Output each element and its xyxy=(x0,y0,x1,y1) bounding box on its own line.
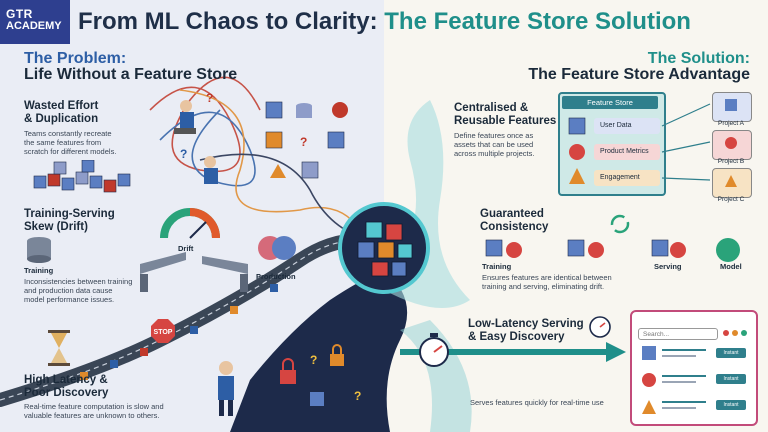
section-title: Poor Discovery xyxy=(24,387,109,399)
problem-skew-desc: Inconsistencies between training and pro… xyxy=(24,277,174,304)
solution-section-centralised: Centralised & Reusable Features Define f… xyxy=(454,102,564,158)
project-c-label: Project C xyxy=(717,196,745,203)
sync-icon xyxy=(610,214,630,234)
section-title: Skew (Drift) xyxy=(24,221,88,233)
locked-features-icons: ? ? xyxy=(280,344,361,406)
logo-line-2: ACADEMY xyxy=(6,20,62,32)
section-title: & Duplication xyxy=(24,113,99,125)
project-a-label: Project A xyxy=(717,120,744,127)
problem-section-wasted-effort: Wasted Effort & Duplication Teams consta… xyxy=(24,100,134,156)
stop-sign-icon: STOP xyxy=(151,319,175,343)
feature-store-title: Feature Store xyxy=(562,96,658,109)
solution-latency-desc: Serves features quickly for real-time us… xyxy=(470,398,604,407)
title-part-2: The Feature Store Solution xyxy=(384,8,691,35)
title-part-1: From ML Chaos to Clarity: xyxy=(78,8,378,35)
result-feature-icons xyxy=(642,346,706,414)
section-desc: assets that can be used xyxy=(454,140,534,149)
circle-icon xyxy=(725,137,737,149)
consistency-serving-label: Serving xyxy=(654,262,682,271)
feature-row-user-data[interactable]: User Data xyxy=(594,118,660,134)
section-title: & Easy Discovery xyxy=(468,331,565,343)
section-desc: the same features from xyxy=(24,138,102,147)
cube-pile-icon xyxy=(33,160,131,193)
solution-section-consistency: Guaranteed Consistency xyxy=(480,208,600,234)
feature-search-input[interactable]: Search... xyxy=(638,328,718,340)
section-desc: valuable features are unknown to others. xyxy=(24,411,160,420)
problem-subheading: Life Without a Feature Store xyxy=(24,66,238,83)
section-desc: Teams constantly recreate xyxy=(24,129,112,138)
consistency-flow-icons xyxy=(485,238,740,262)
cube-icon xyxy=(725,99,737,111)
section-title: Guaranteed xyxy=(480,208,544,220)
problem-heading: The Problem: xyxy=(24,50,127,67)
page-title: From ML Chaos to Clarity: The Feature St… xyxy=(78,8,768,36)
stopwatch-icon xyxy=(419,333,449,367)
feature-shape-icons xyxy=(568,117,586,184)
consistency-training-label: Training xyxy=(482,262,512,271)
confused-engineers-icon: ? ? xyxy=(174,92,218,184)
section-desc: model performance issues. xyxy=(24,295,115,304)
section-desc: Define features once as xyxy=(454,131,534,140)
consistency-model-label: Model xyxy=(720,262,742,271)
hourglass-icon xyxy=(48,330,70,366)
data-assets-icons: ? xyxy=(265,101,348,179)
section-title: Low-Latency Serving xyxy=(468,318,584,330)
solution-subheading: The Feature Store Advantage xyxy=(528,66,750,83)
svg-text:?: ? xyxy=(300,135,307,149)
timer-icon xyxy=(589,316,611,338)
section-title: Reusable Features xyxy=(454,115,557,127)
training-label: Training xyxy=(24,266,54,275)
svg-text:?: ? xyxy=(206,92,213,105)
section-desc: Ensures features are identical between xyxy=(482,273,612,282)
section-desc: training and serving, eliminating drift. xyxy=(482,282,605,291)
svg-text:?: ? xyxy=(354,389,361,403)
feature-row-product-metrics[interactable]: Product Metrics xyxy=(594,144,660,160)
section-title: Training-Serving xyxy=(24,208,115,220)
section-desc: scratch for different models. xyxy=(24,147,117,156)
lost-person-icon xyxy=(218,361,234,416)
instant-access-button[interactable]: Instant Access xyxy=(716,374,746,392)
section-title: High Latency & xyxy=(24,374,108,386)
logo-line-1: GTR xyxy=(6,7,33,21)
svg-text:?: ? xyxy=(310,353,317,367)
svg-text:?: ? xyxy=(180,147,187,161)
project-b-label: Project B xyxy=(717,158,745,165)
section-title: Centralised & xyxy=(454,102,529,114)
feature-store-hub-icon xyxy=(338,202,430,294)
production-brain-icon xyxy=(258,236,296,260)
section-desc: Inconsistencies between training xyxy=(24,277,133,286)
project-c-card[interactable] xyxy=(712,168,752,198)
drift-label: Drift xyxy=(178,244,194,253)
instant-access-button[interactable]: Instant Access xyxy=(716,348,746,366)
solution-consistency-desc: Ensures features are identical between t… xyxy=(482,273,652,291)
section-title: Wasted Effort xyxy=(24,100,99,112)
feature-row-engagement[interactable]: Engagement xyxy=(594,170,660,186)
triangle-icon xyxy=(725,175,737,187)
stop-text: STOP xyxy=(154,329,173,336)
section-desc: Real-time feature computation is slow an… xyxy=(24,402,164,411)
brand-logo: GTR ACADEMY xyxy=(0,0,70,44)
window-controls-icon xyxy=(723,330,747,336)
database-icon xyxy=(27,237,51,263)
problem-section-skew: Training-Serving Skew (Drift) xyxy=(24,208,134,234)
section-desc: across multiple projects. xyxy=(454,149,535,158)
solution-heading: The Solution: xyxy=(647,50,750,67)
instant-access-button[interactable]: Instant Access xyxy=(716,400,746,418)
section-title: Consistency xyxy=(480,221,549,233)
project-connectors xyxy=(661,103,711,181)
production-label: Production xyxy=(256,272,296,281)
drift-gauge-bridge-icon xyxy=(140,208,248,292)
section-desc: and production data cause xyxy=(24,286,113,295)
solution-section-latency: Low-Latency Serving & Easy Discovery xyxy=(468,318,608,344)
problem-section-latency: High Latency & Poor Discovery Real-time … xyxy=(24,374,224,420)
